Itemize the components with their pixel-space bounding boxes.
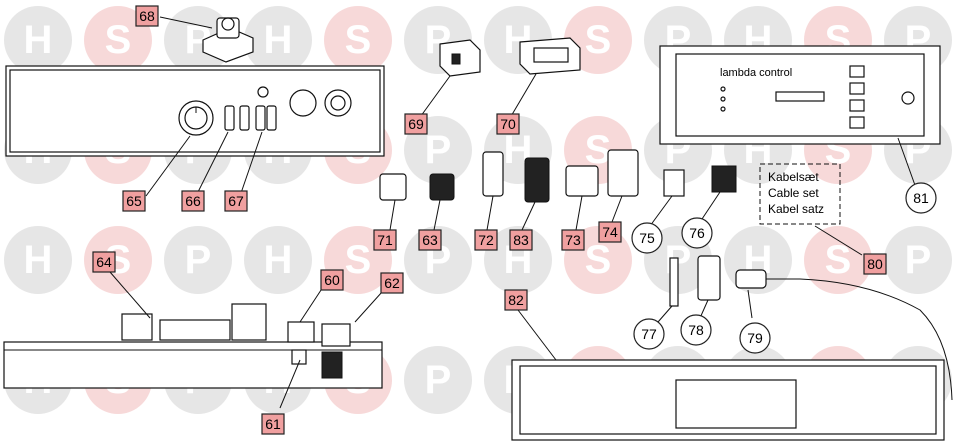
cable-note-line2: Cable set xyxy=(768,186,819,200)
part-70-connector xyxy=(519,37,581,75)
callout-label: 79 xyxy=(747,330,763,346)
part-81-lambda-panel: lambda control xyxy=(659,45,941,189)
callout-77: 77 xyxy=(633,318,665,350)
watermark-letter: H xyxy=(264,238,293,282)
callout-64: 64 xyxy=(92,251,116,273)
callout-76: 76 xyxy=(681,217,713,249)
watermark-circle xyxy=(804,226,872,294)
callout-label: 78 xyxy=(688,322,704,338)
callout-81: 81 xyxy=(905,182,937,214)
callout-74: 74 xyxy=(598,221,622,243)
callout-82: 82 xyxy=(504,289,528,311)
callout-63: 63 xyxy=(418,229,442,251)
watermark-letter: S xyxy=(585,18,612,62)
circuit-board xyxy=(3,271,383,409)
watermark-letter: P xyxy=(905,238,932,282)
callout-label: 64 xyxy=(96,254,112,270)
callout-label: 72 xyxy=(478,232,494,248)
callout-75: 75 xyxy=(631,222,663,254)
watermark-letter: P xyxy=(425,128,452,172)
watermark-letter: S xyxy=(345,238,372,282)
callout-60: 60 xyxy=(320,269,344,291)
callout-label: 66 xyxy=(185,193,201,209)
callout-label: 68 xyxy=(139,8,155,24)
watermark-circle xyxy=(564,6,632,74)
callout-label: 80 xyxy=(867,256,883,272)
watermark-circle xyxy=(324,6,392,74)
callout-80: 80 xyxy=(863,253,887,275)
part-69-connector xyxy=(439,39,481,77)
watermark-letter: H xyxy=(24,18,53,62)
watermark-letter: H xyxy=(264,18,293,62)
watermark-circle xyxy=(244,6,312,74)
callout-label: 83 xyxy=(513,232,529,248)
callout-label: 74 xyxy=(602,224,618,240)
callout-68: 68 xyxy=(135,5,159,27)
callout-72: 72 xyxy=(474,229,498,251)
callout-70: 70 xyxy=(496,113,520,135)
connectors-row xyxy=(379,149,737,203)
callout-label: 81 xyxy=(913,190,929,206)
callout-66: 66 xyxy=(181,190,205,212)
watermark-circle xyxy=(164,226,232,294)
watermark-circle xyxy=(884,226,952,294)
callout-label: 75 xyxy=(639,230,655,246)
callout-label: 70 xyxy=(500,116,516,132)
watermark-circle xyxy=(84,6,152,74)
watermark-letter: S xyxy=(345,18,372,62)
watermark-circle xyxy=(4,6,72,74)
watermark-letter: P xyxy=(185,238,212,282)
callout-label: 61 xyxy=(265,416,281,432)
callout-label: 60 xyxy=(324,272,340,288)
watermark-letter: S xyxy=(105,18,132,62)
callout-71: 71 xyxy=(373,229,397,251)
callout-label: 71 xyxy=(377,232,393,248)
callout-label: 63 xyxy=(422,232,438,248)
watermark-circle xyxy=(84,226,152,294)
callout-61: 61 xyxy=(261,413,285,435)
lambda-label: lambda control xyxy=(720,67,792,79)
watermark-circle xyxy=(404,346,472,414)
callout-label: 76 xyxy=(689,225,705,241)
callout-label: 69 xyxy=(408,116,424,132)
callout-62: 62 xyxy=(380,272,404,294)
control-fascia xyxy=(5,65,385,157)
part-82-bezel xyxy=(511,359,945,441)
callout-label: 67 xyxy=(228,193,244,209)
watermark-letter: P xyxy=(425,358,452,402)
watermark-circle xyxy=(484,226,552,294)
callout-67: 67 xyxy=(224,190,248,212)
part-68-solenoid xyxy=(159,16,254,63)
cable-note-line3: Kabel satz xyxy=(768,202,824,216)
callout-83: 83 xyxy=(509,229,533,251)
callout-label: 65 xyxy=(126,193,142,209)
watermark-letter: S xyxy=(585,128,612,172)
watermark-letter: H xyxy=(24,238,53,282)
watermark-letter: S xyxy=(825,238,852,282)
cable-note-line1: Kabelsæt xyxy=(768,170,819,184)
watermark-circle xyxy=(4,226,72,294)
callout-label: 77 xyxy=(641,326,657,342)
callout-73: 73 xyxy=(561,229,585,251)
callout-78: 78 xyxy=(680,314,712,346)
callout-69: 69 xyxy=(404,113,428,135)
callout-65: 65 xyxy=(122,190,146,212)
callouts: 68 65 66 67 69 70 71 63 72 83 73 74 64 60 62 61 82 80 75 76… xyxy=(92,5,937,435)
cable-set-note: Kabelsæt Cable set Kabel satz xyxy=(759,163,863,256)
callout-label: 73 xyxy=(565,232,581,248)
callout-label: 82 xyxy=(508,292,524,308)
watermark-circle xyxy=(244,226,312,294)
callout-label: 62 xyxy=(384,275,400,291)
watermark-letter: S xyxy=(585,238,612,282)
leader-lines xyxy=(145,73,753,361)
parts-77-78-79 xyxy=(669,255,953,401)
callout-79: 79 xyxy=(739,322,771,354)
